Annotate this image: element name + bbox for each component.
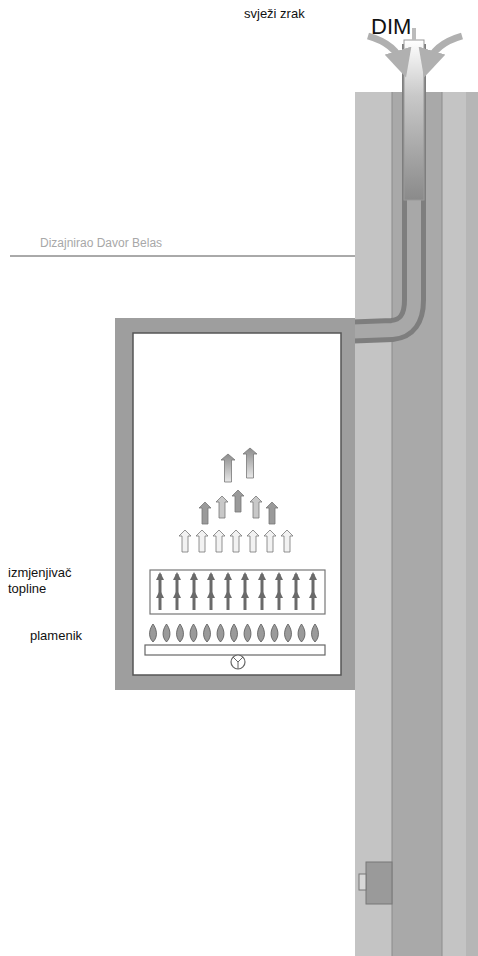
heat-exchanger-tubes [156,572,317,610]
heat-exchanger [150,570,325,614]
air-arrow [368,36,402,64]
gas-valve [231,655,245,669]
burner-flames [150,624,319,642]
hot-gas-arrows [179,448,293,552]
leader-line [10,256,355,257]
burner [145,645,325,655]
part-label: plamenik [30,628,82,643]
cleanout-door [366,862,392,904]
boiler-casing [115,318,355,690]
credit-note: Dizajnirao Davor Belas [40,236,162,250]
smoke-label: DIM [371,14,411,40]
part-label: izmjenjivač topline [8,565,98,598]
air-label: svježi zrak [244,6,305,21]
